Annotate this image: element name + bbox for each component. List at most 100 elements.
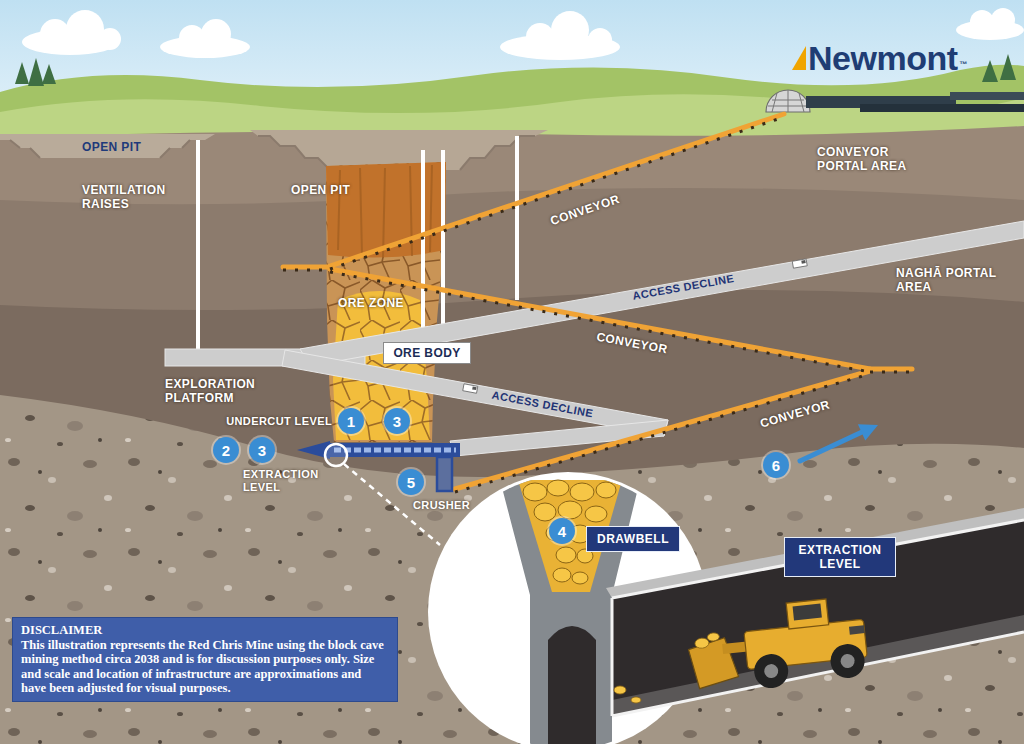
conveyor xyxy=(455,371,870,489)
drawbell-tag: DRAWBELL xyxy=(586,526,680,552)
undercut-level xyxy=(334,448,456,453)
ventilation-raise xyxy=(515,136,519,300)
direction-arrow xyxy=(858,424,878,440)
direction-arrow xyxy=(800,424,878,461)
loader xyxy=(829,642,866,679)
magnifier xyxy=(325,444,440,545)
drawbell xyxy=(548,626,596,744)
level-label: UNDERCUT LEVEL xyxy=(226,415,332,428)
portal-building xyxy=(950,92,1024,100)
conveyor xyxy=(283,265,332,270)
loader xyxy=(786,599,828,629)
conveyor xyxy=(870,367,912,372)
trademark-mark: ™ xyxy=(960,60,968,70)
drawbell xyxy=(534,503,556,521)
loader xyxy=(694,637,709,648)
cloud xyxy=(970,10,994,34)
vehicle xyxy=(472,386,476,390)
vehicle xyxy=(792,259,807,268)
conveyor xyxy=(330,114,784,266)
conveyor-label: CONVEYOR xyxy=(549,192,622,228)
raise-label: VENTILATION RAISES xyxy=(82,183,182,212)
cloud xyxy=(179,25,205,51)
ventilation-raise xyxy=(196,140,200,349)
conveyor xyxy=(870,371,912,374)
vehicle xyxy=(801,260,805,264)
cloud xyxy=(551,11,589,49)
conveyor xyxy=(283,269,332,272)
loader xyxy=(764,663,779,678)
ventilation-raise xyxy=(198,136,517,349)
drawbell xyxy=(558,501,582,519)
open-pit xyxy=(0,134,215,158)
callout-number: 3 xyxy=(393,413,401,430)
portal-building xyxy=(768,90,808,112)
platform-label: EXPLORATION PLATFORM xyxy=(165,377,275,406)
crusher xyxy=(437,457,452,491)
disclaimer-box: DISCLAIMERThis illustration represents t… xyxy=(12,617,398,702)
cloud xyxy=(66,10,104,48)
portal-label: NAGHĀ PORTAL AREA xyxy=(896,266,1014,295)
tree xyxy=(982,60,998,82)
open-pit xyxy=(10,140,190,158)
disclaimer-text: This illustration represents the Red Chr… xyxy=(21,638,389,696)
undercut-level xyxy=(297,441,460,459)
cloud xyxy=(99,28,121,50)
conveyor xyxy=(330,117,784,269)
drawbell xyxy=(556,547,576,563)
extraction-tunnel xyxy=(614,686,626,694)
callout-circle: 6 xyxy=(763,452,789,478)
access-decline xyxy=(282,350,668,436)
callout-circle: 5 xyxy=(398,469,424,495)
cloud xyxy=(201,19,231,49)
loader xyxy=(849,625,865,635)
callout-circle: 3 xyxy=(384,408,410,434)
company-logo: Newmont xyxy=(808,38,958,79)
extraction-tunnel xyxy=(612,615,1024,716)
drawbell xyxy=(570,483,594,501)
loader xyxy=(685,595,870,696)
portal-building xyxy=(766,90,810,112)
cloud xyxy=(991,8,1015,32)
callout-circle: 2 xyxy=(213,437,239,463)
vehicle xyxy=(463,384,478,393)
conveyor-label: CONVEYOR xyxy=(758,397,831,431)
portal-building xyxy=(792,46,806,70)
ore-zone xyxy=(326,162,446,258)
tree xyxy=(28,58,44,86)
portal-building xyxy=(860,104,1024,112)
tree xyxy=(42,64,56,84)
conveyor xyxy=(330,272,870,372)
drawbell xyxy=(585,506,607,522)
callout-number: 3 xyxy=(258,442,266,459)
tree xyxy=(1000,54,1016,80)
conveyor-label: CONVEYOR xyxy=(595,329,668,356)
drawbell xyxy=(523,483,547,501)
loader xyxy=(753,652,790,689)
ore-body-box: ORE BODY xyxy=(383,342,470,364)
ventilation-raise xyxy=(441,150,445,330)
cloud xyxy=(588,28,612,52)
tag-label: DRAWBELL xyxy=(597,532,669,546)
disclaimer-heading: DISCLAIMER xyxy=(21,623,389,638)
ore-body-label: ORE BODY xyxy=(393,346,460,360)
ore-zone xyxy=(326,162,446,442)
drawbell xyxy=(572,572,588,584)
callout-circle: 1 xyxy=(338,408,364,434)
cloud xyxy=(526,23,554,51)
pit-label: OPEN PIT xyxy=(82,140,141,154)
access-decline xyxy=(165,221,1024,456)
loader xyxy=(840,653,855,668)
crusher-label: CRUSHER xyxy=(413,499,470,512)
loader xyxy=(707,632,720,641)
conveyor xyxy=(455,374,870,492)
direction-arrow xyxy=(800,432,862,461)
drawbell xyxy=(596,482,616,498)
callout-circle: 4 xyxy=(549,518,575,544)
ventilation-raise xyxy=(421,150,425,330)
ore-zone xyxy=(338,165,432,258)
extraction-tunnel xyxy=(631,697,641,703)
